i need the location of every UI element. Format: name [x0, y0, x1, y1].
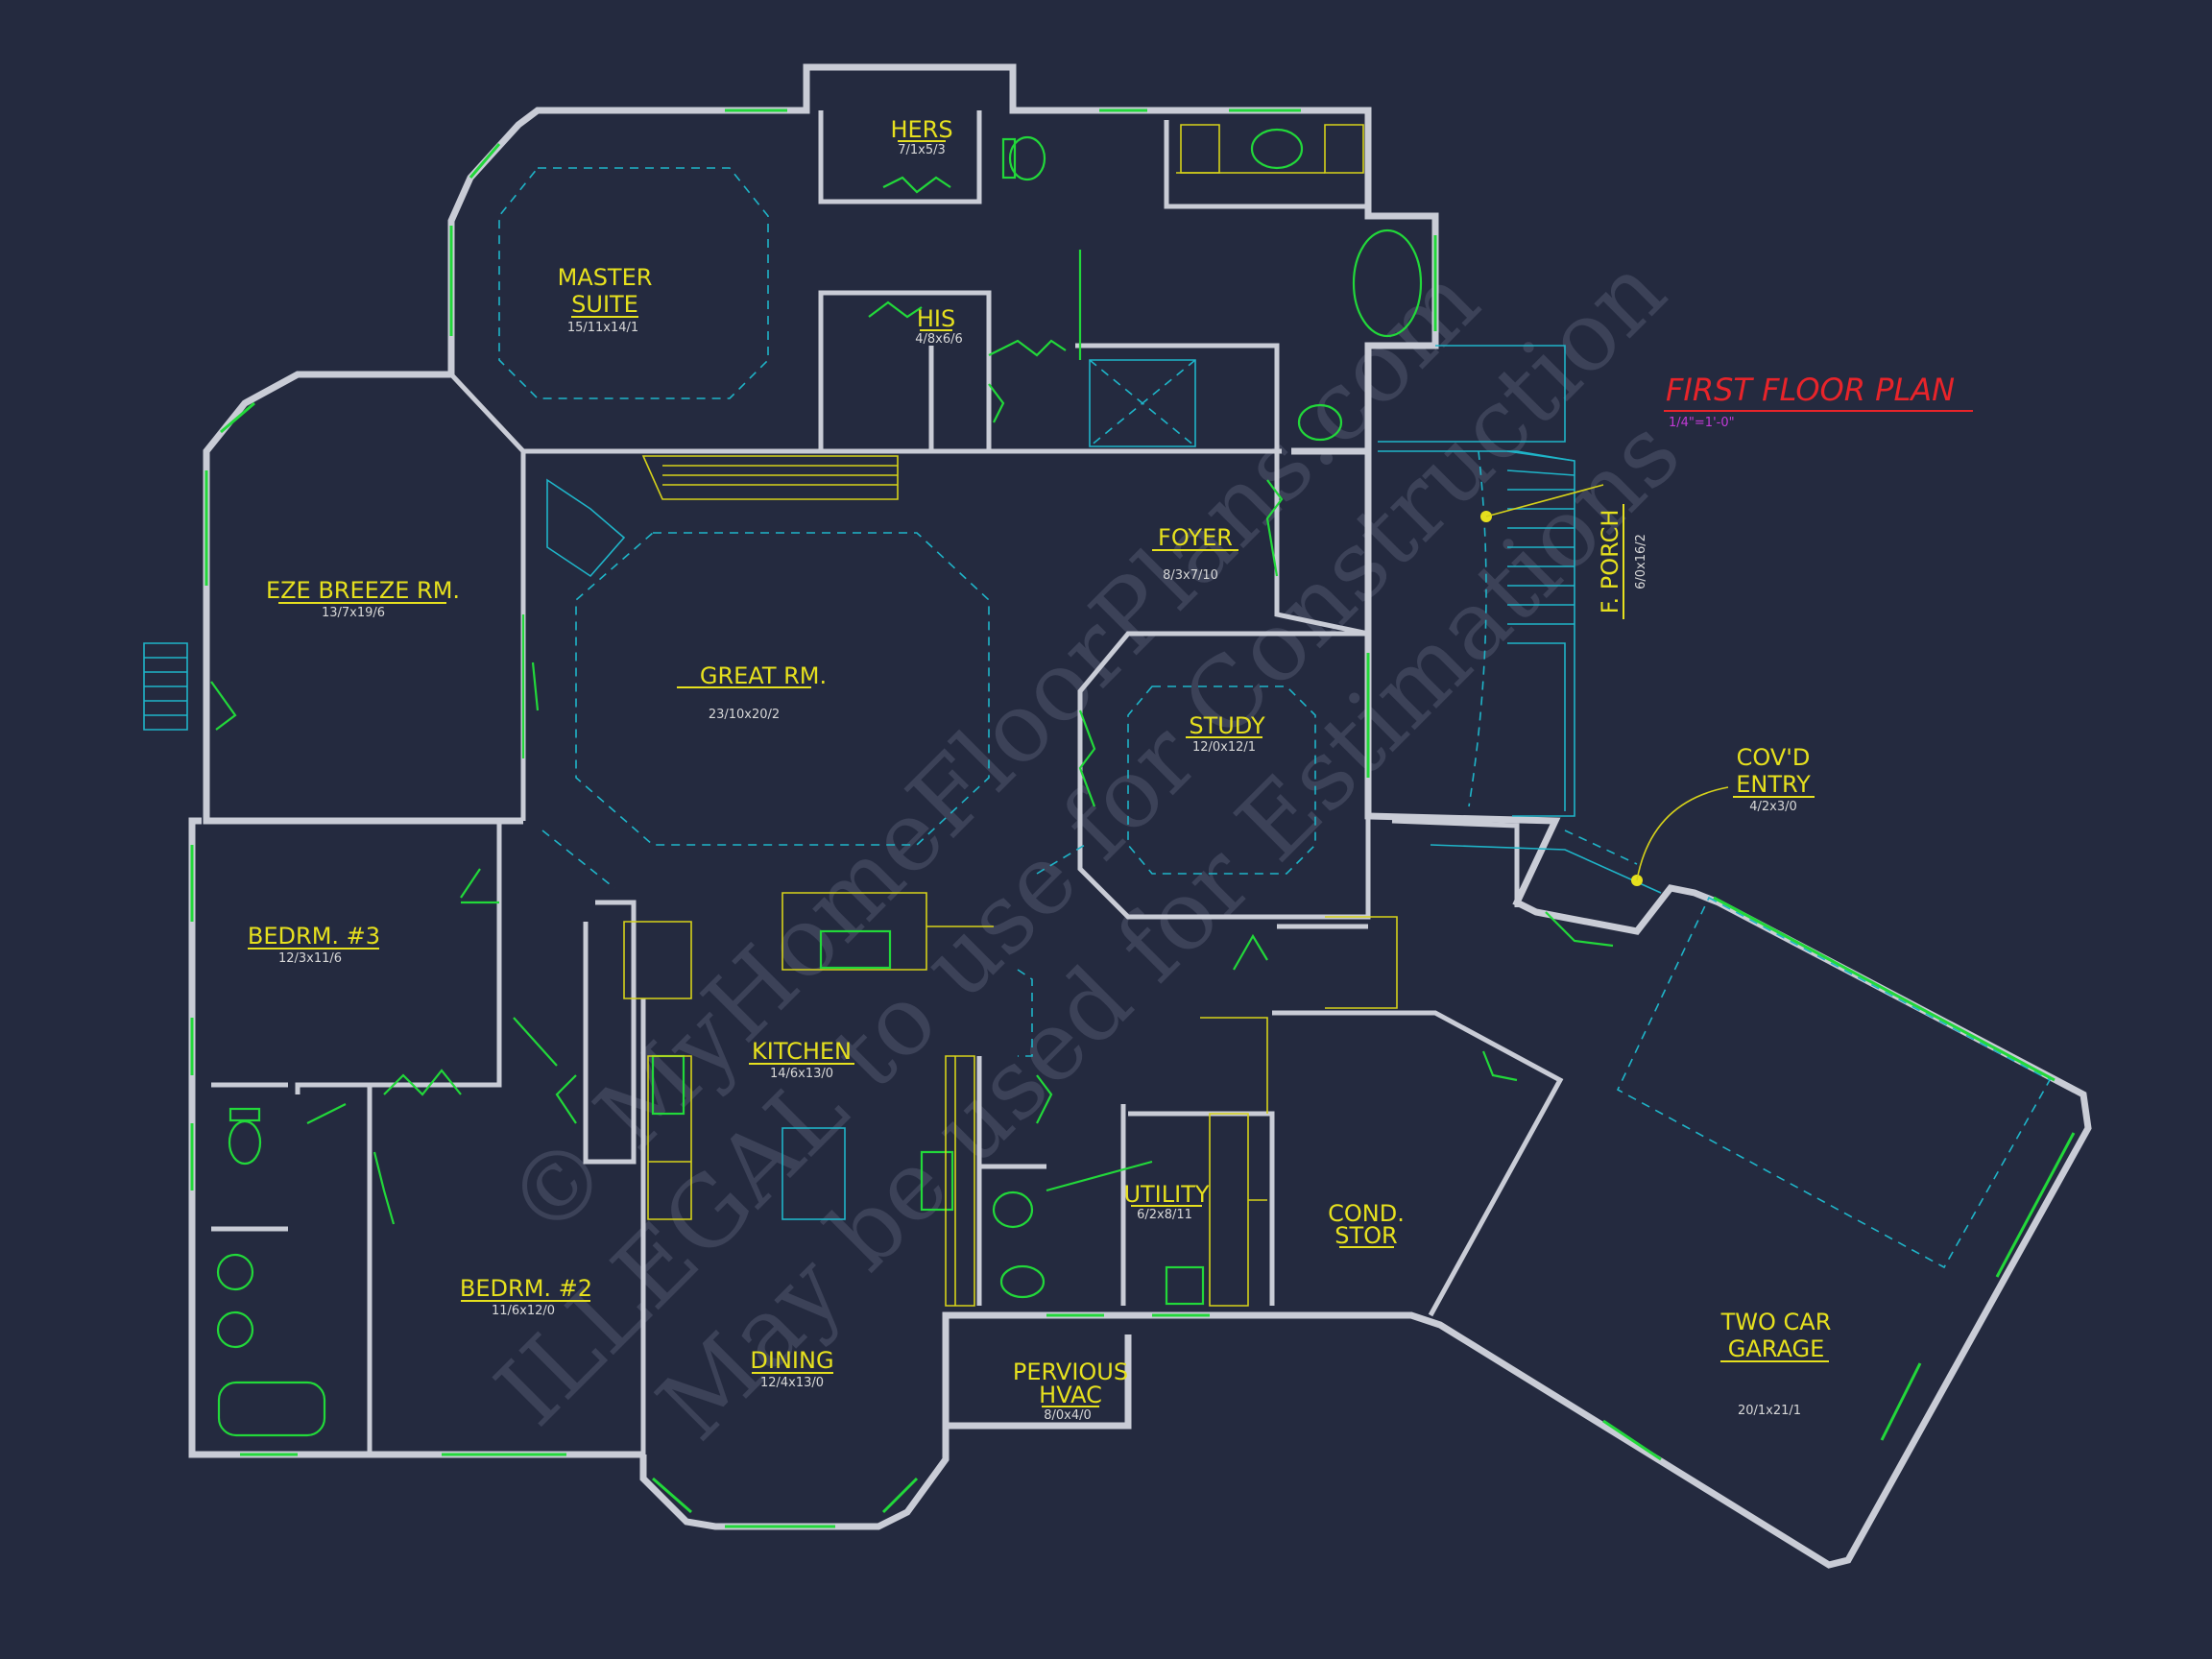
eze-breeze-label: EZE BREEZE RM. — [266, 577, 460, 604]
dining-dim: 12/4x13/0 — [760, 1376, 824, 1390]
great-room-dim: 23/10x20/2 — [709, 708, 780, 722]
bedrm3-dim: 12/3x11/6 — [278, 951, 342, 966]
hers-dim: 7/1x5/3 — [898, 143, 946, 157]
ceiling-outlines — [143, 167, 2052, 1269]
his-label: HIS — [917, 305, 955, 332]
study-ceiling — [1127, 685, 1316, 875]
f-porch-label: F. PORCH — [1597, 510, 1623, 614]
bedrm2-label: BEDRM. #2 — [460, 1275, 592, 1302]
dining-label: DINING — [750, 1347, 833, 1374]
utility-dim: 6/2x8/11 — [1137, 1208, 1192, 1222]
cond-stor-label-2: STOR — [1334, 1222, 1397, 1249]
plan-scale: 1/4"=1'-0" — [1669, 416, 1735, 430]
pervious-hvac-dim: 8/0x4/0 — [1044, 1408, 1092, 1423]
master-suite-label-2: SUITE — [571, 291, 638, 318]
kitchen-dim: 14/6x13/0 — [770, 1067, 833, 1081]
foyer-dim: 8/3x7/10 — [1163, 568, 1218, 583]
covd-entry-label-1: COV'D — [1737, 744, 1811, 771]
study-label: STUDY — [1189, 712, 1265, 739]
porch-outline — [1378, 345, 1566, 443]
interior-walls — [211, 110, 1564, 1455]
study-dim: 12/0x12/1 — [1192, 740, 1256, 755]
porch-label-group: F. PORCH 6/0x16/2 — [1597, 504, 1648, 619]
master-suite-label-1: MASTER — [558, 264, 653, 291]
bedrm3-label: BEDRM. #3 — [248, 923, 380, 950]
exterior-walls — [188, 63, 2092, 1569]
garage-ceiling — [1616, 896, 2052, 1269]
fixtures — [190, 108, 2076, 1528]
garage-label-2: GARAGE — [1728, 1335, 1824, 1362]
shower — [1089, 359, 1196, 447]
hers-label: HERS — [890, 116, 952, 143]
plan-title: FIRST FLOOR PLAN — [1666, 372, 1955, 408]
pervious-hvac-label-1: PERVIOUS — [1013, 1358, 1128, 1385]
master-suite-dim: 15/11x14/1 — [567, 321, 638, 335]
great-room-ceiling — [575, 532, 990, 846]
utility-label: UTILITY — [1123, 1181, 1209, 1208]
room-labels: MASTER SUITE 15/11x14/1 HERS 7/1x5/3 HIS… — [248, 116, 1831, 1423]
garage-label-1: TWO CAR — [1720, 1309, 1832, 1335]
bedrm2-dim: 11/6x12/0 — [492, 1304, 555, 1318]
master-ceiling — [498, 167, 769, 399]
kitchen-label: KITCHEN — [752, 1038, 852, 1065]
cond-stor-label-1: COND. — [1328, 1200, 1405, 1227]
f-porch-dim: 6/0x16/2 — [1634, 534, 1648, 589]
plan-title-block: FIRST FLOOR PLAN 1/4"=1'-0" — [1664, 372, 1973, 430]
covd-entry-dim: 4/2x3/0 — [1749, 800, 1797, 814]
covd-entry-label-2: ENTRY — [1736, 771, 1811, 798]
eze-breeze-dim: 13/7x19/6 — [322, 606, 385, 620]
his-dim: 4/8x6/6 — [915, 332, 963, 347]
great-room-label: GREAT RM. — [700, 662, 827, 689]
garage-dim: 20/1x21/1 — [1738, 1404, 1801, 1418]
foyer-label: FOYER — [1158, 524, 1233, 551]
pervious-hvac-label-2: HVAC — [1039, 1382, 1102, 1408]
